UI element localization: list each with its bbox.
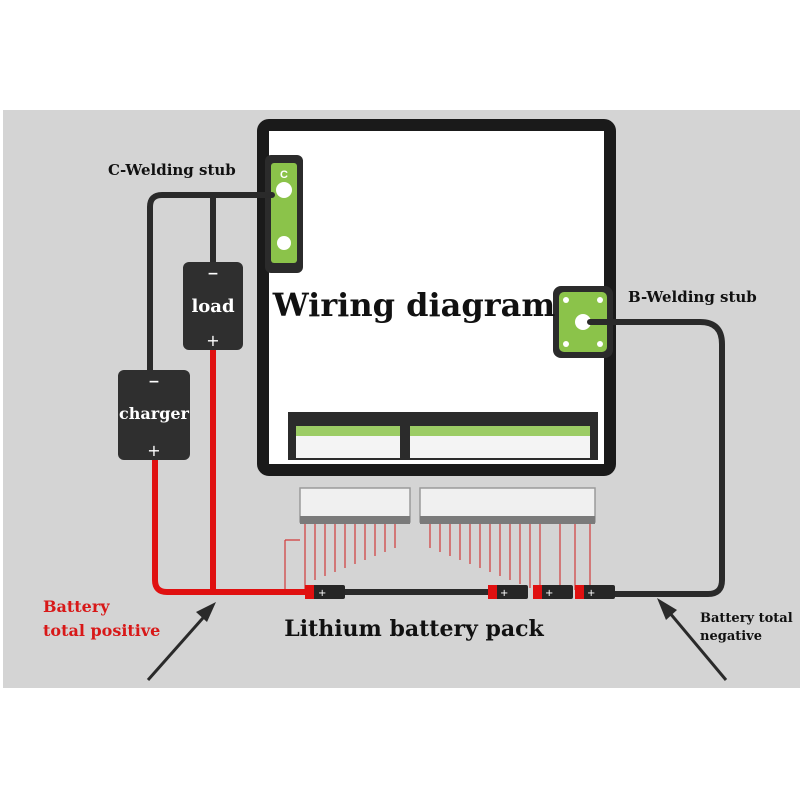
battery-cell: + [533, 585, 573, 599]
negative-label-line2: negative [700, 629, 762, 644]
plug-connectors [299, 487, 596, 524]
svg-text:+: + [545, 588, 553, 599]
positive-label-line2: total positive [43, 621, 160, 640]
svg-text:+: + [587, 588, 595, 599]
load-box: − load + [183, 262, 243, 350]
svg-text:+: + [500, 588, 508, 599]
balance-connector [288, 412, 598, 460]
battery-cell: + [488, 585, 528, 599]
charger-plus: + [147, 441, 160, 460]
black-wires [147, 192, 725, 597]
positive-arrow [146, 602, 216, 681]
diagram-title: Wiring diagram [272, 286, 556, 324]
c-pad-label: C [280, 169, 288, 181]
pack-label: Lithium battery pack [284, 616, 544, 642]
battery-cell: + [575, 585, 615, 599]
b-welding-stub [553, 286, 613, 358]
c-welding-stub-label: C-Welding stub [108, 161, 236, 179]
positive-label-line1: Battery [43, 597, 110, 616]
load-label: load [191, 296, 235, 317]
b-welding-stub-label: B-Welding stub [628, 288, 757, 306]
balance-wires [284, 524, 591, 590]
load-plus: + [206, 331, 219, 350]
charger-box: − charger + [118, 370, 190, 460]
svg-text:+: + [318, 588, 326, 599]
battery-cells: + + + + [305, 585, 615, 599]
load-minus: − [207, 266, 219, 282]
c-welding-stub: C [265, 155, 303, 273]
charger-label: charger [119, 404, 190, 423]
red-wires [152, 342, 308, 595]
negative-label-line1: Battery total [700, 611, 793, 626]
charger-minus: − [148, 374, 160, 390]
negative-arrow [657, 598, 728, 681]
battery-cell: + [305, 585, 345, 599]
